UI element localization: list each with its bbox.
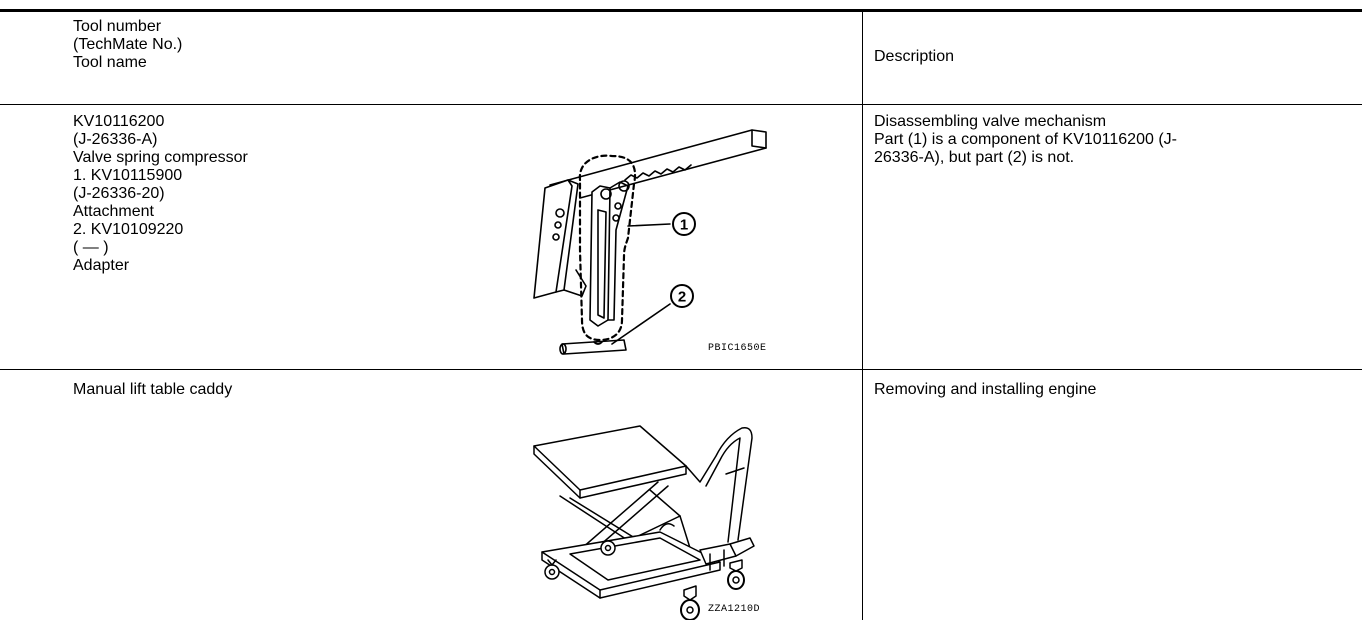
valve-spring-compressor-figure: 1 2 bbox=[533, 129, 767, 355]
row2-tool-info: Manual lift table caddy bbox=[73, 381, 232, 399]
tool-line: (J-26336-A) bbox=[73, 131, 158, 148]
row2-description: Removing and installing engine bbox=[874, 381, 1096, 399]
table-top-rule bbox=[0, 9, 1362, 12]
header-line: Tool name bbox=[73, 54, 147, 71]
description-line: Disassembling valve mechanism bbox=[874, 113, 1107, 130]
description-line: Part (1) is a component of KV10116200 (J… bbox=[874, 131, 1177, 148]
tool-line: Valve spring compressor bbox=[73, 149, 248, 166]
callout-1-label: 1 bbox=[680, 217, 688, 234]
tool-line: (J-26336-20) bbox=[73, 185, 165, 202]
header-description: Description bbox=[874, 48, 955, 65]
callout-2-label: 2 bbox=[678, 289, 686, 306]
figure-code-pbic1650e: PBIC1650E bbox=[708, 343, 767, 354]
tool-line: 2. KV10109220 bbox=[73, 221, 184, 238]
tool-line: Adapter bbox=[73, 257, 130, 274]
lift-table-caddy-figure bbox=[533, 425, 755, 620]
header-line: Tool number bbox=[73, 18, 162, 35]
tool-line: ( — ) bbox=[73, 239, 109, 256]
description-line: Removing and installing engine bbox=[874, 381, 1097, 398]
column-divider bbox=[862, 12, 863, 620]
row1-description: Disassembling valve mechanism Part (1) i… bbox=[874, 113, 1177, 167]
header-line: (TechMate No.) bbox=[73, 36, 183, 53]
header-tool-column: Tool number (TechMate No.) Tool name bbox=[73, 18, 182, 72]
figure-code-zza1210d: ZZA1210D bbox=[708, 604, 761, 615]
header-divider bbox=[0, 104, 1362, 105]
row-divider bbox=[0, 369, 1362, 370]
tool-line: Attachment bbox=[73, 203, 154, 220]
row1-tool-info: KV10116200 (J-26336-A) Valve spring comp… bbox=[73, 113, 248, 275]
tool-line: Manual lift table caddy bbox=[73, 381, 233, 398]
tool-line: 1. KV10115900 bbox=[73, 167, 183, 184]
description-line: 26336-A), but part (2) is not. bbox=[874, 149, 1075, 166]
tool-line: KV10116200 bbox=[73, 113, 165, 130]
